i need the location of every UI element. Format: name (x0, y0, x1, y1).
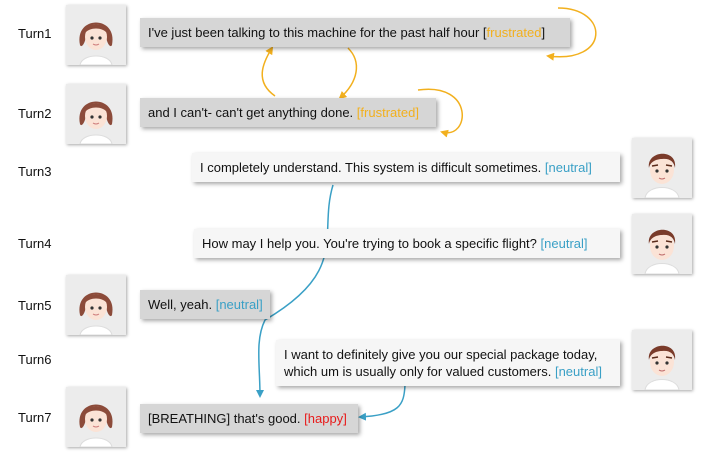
turn-label: Turn1 (18, 26, 52, 41)
utterance-text: [BREATHING] that's good. (148, 411, 305, 426)
utterance-text: I've just been talking to this machine f… (148, 25, 483, 40)
utterance-bubble-turn2: and I can't- can't get anything done. [f… (140, 98, 436, 127)
utterance-bubble-turn4: How may I help you. You're trying to boo… (194, 229, 620, 258)
arrow-turn1-to-turn2 (338, 47, 358, 100)
utterance-bubble-turn5: Well, yeah. [neutral] (140, 290, 270, 319)
boy-avatar-icon (632, 330, 692, 390)
utterance-text-line1: I want to definitely give you our specia… (284, 347, 598, 362)
utterance-text: I completely understand. This system is … (200, 160, 545, 175)
tag-close-bracket: ] (588, 160, 592, 175)
turn-label: Turn5 (18, 298, 52, 313)
tag-open-bracket: [ (215, 297, 220, 312)
tag-close-bracket: ] (343, 411, 347, 426)
girl-avatar-icon (66, 387, 126, 447)
utterance-text: which um is usually only for valued cust… (284, 364, 555, 379)
tag-close-bracket: ] (583, 236, 588, 251)
emotion-tag: neutral (548, 160, 589, 175)
emotion-tag: frustrated (360, 105, 416, 120)
tag-close-bracket: ] (598, 364, 602, 379)
emotion-tag: happy (307, 411, 344, 426)
utterance-text: How may I help you. You're trying to boo… (202, 236, 541, 251)
tag-open-bracket: [ (544, 160, 549, 175)
utterance-text: Well, yeah. (148, 297, 216, 312)
boy-avatar-icon (632, 214, 692, 274)
emotion-tag: neutral (544, 236, 584, 251)
turn-label: Turn7 (18, 410, 52, 425)
girl-avatar-icon (66, 275, 126, 335)
utterance-bubble-turn7: [BREATHING] that's good. [happy] (140, 404, 358, 433)
girl-avatar-icon (66, 84, 126, 144)
arrow-turn2-to-turn1 (261, 46, 276, 97)
utterance-bubble-turn3: I completely understand. This system is … (192, 153, 620, 182)
tag-close-bracket: ] (415, 105, 419, 120)
tag-close-bracket: ] (259, 297, 263, 312)
tag-open-bracket: [ (554, 364, 559, 379)
utterance-bubble-turn1: I've just been talking to this machine f… (140, 18, 570, 47)
tag-open-bracket: [ (540, 236, 545, 251)
tag-open-bracket: [ (304, 411, 308, 426)
emotion-tag: frustrated (486, 25, 542, 40)
tag-open-bracket: [ (482, 25, 487, 40)
boy-avatar-icon (632, 138, 692, 198)
turn-label: Turn6 (18, 352, 52, 367)
girl-avatar-icon (66, 5, 126, 65)
turn-label: Turn3 (18, 164, 52, 179)
turn-label: Turn4 (18, 236, 52, 251)
utterance-bubble-turn6: I want to definitely give you our specia… (276, 340, 620, 386)
emotion-tag: neutral (219, 297, 260, 312)
tag-open-bracket: [ (356, 105, 361, 120)
arrow-turn6-to-turn7 (358, 384, 406, 421)
utterance-text: and I can't- can't get anything done. (148, 105, 357, 120)
turn-label: Turn2 (18, 106, 52, 121)
emotion-tag: neutral (558, 364, 599, 379)
tag-close-bracket: ] (541, 25, 546, 40)
